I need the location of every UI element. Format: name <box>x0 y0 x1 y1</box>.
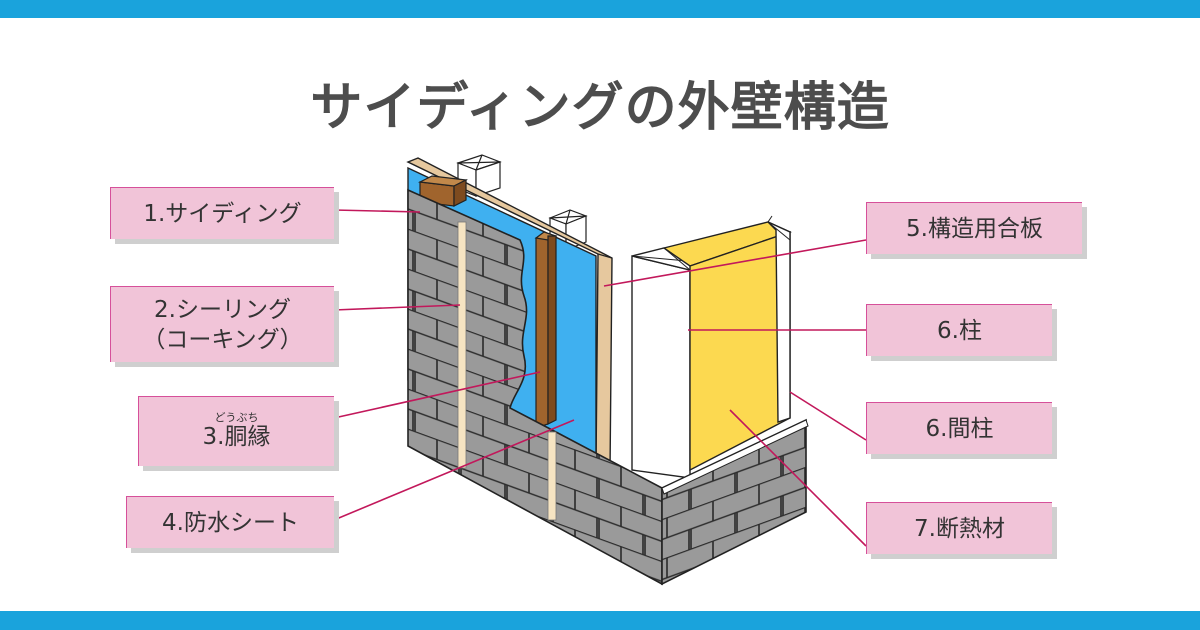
label-sealing: 2.シーリング （コーキング） <box>110 286 334 362</box>
leader-sealing <box>333 304 461 311</box>
label-stud-text: 6.間柱 <box>925 415 994 442</box>
sealing-lines <box>457 221 557 521</box>
label-furring: どうぶち 3.胴縁 <box>138 396 334 466</box>
label-waterproof-sheet: 4.防水シート <box>126 496 334 548</box>
label-pillar: 6.柱 <box>866 304 1052 356</box>
leader-furring <box>333 371 541 419</box>
siding-wall-left <box>407 188 663 586</box>
label-sealing-line1: 2.シーリング <box>154 296 291 323</box>
label-waterproof-sheet-text: 4.防水シート <box>162 509 299 536</box>
bottom-accent-bar <box>0 611 1200 630</box>
leader-plywood <box>603 239 867 287</box>
label-stud: 6.間柱 <box>866 402 1052 454</box>
page-title: サイディングの外壁構造 <box>310 78 890 138</box>
label-plywood: 5.構造用合板 <box>866 202 1082 254</box>
label-siding: 1.サイディング <box>110 187 334 239</box>
label-furring-ruby: どうぶち <box>214 410 259 424</box>
top-accent-bar <box>0 0 1200 18</box>
label-furring-text: 3.胴縁 <box>202 423 271 450</box>
label-plywood-text: 5.構造用合板 <box>906 215 1043 242</box>
leader-insulation <box>729 409 867 547</box>
label-pillar-text: 6.柱 <box>937 317 982 344</box>
label-sealing-line2: （コーキング） <box>142 326 303 353</box>
leader-siding <box>333 209 421 213</box>
furring-strips <box>417 175 558 429</box>
label-siding-text: 1.サイディング <box>143 200 302 227</box>
leader-waterproof <box>333 419 575 521</box>
label-insulation: 7.断熱材 <box>866 502 1052 554</box>
label-insulation-text: 7.断熱材 <box>914 515 1005 542</box>
siding-wall-top <box>661 419 809 495</box>
insulation-block <box>662 215 792 472</box>
leader-stud <box>789 391 867 441</box>
